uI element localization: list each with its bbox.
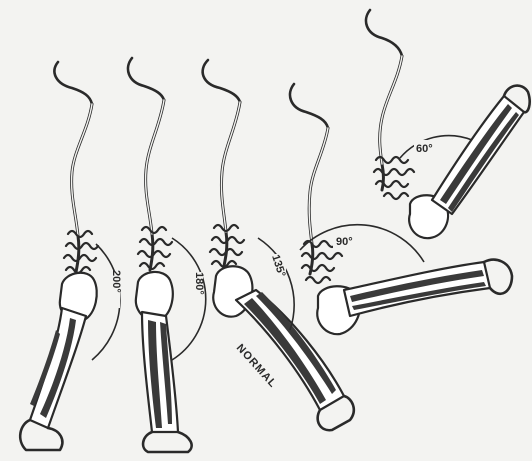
angle-label-90: 90°	[336, 236, 353, 248]
arm-60-biceps-wavy	[374, 157, 414, 199]
arm-180-degrees: 180°	[128, 58, 206, 452]
normal-label: NORMAL	[234, 342, 279, 390]
arm-200-forearm	[30, 308, 86, 428]
arm-90-humerus	[309, 128, 328, 274]
angle-label-180: 180°	[193, 272, 205, 295]
angle-label-60: 60°	[416, 143, 433, 155]
arm-180-hand	[143, 432, 192, 452]
arm-180-biceps-wavy	[138, 227, 172, 269]
arm-60-shoulder-outline	[366, 10, 402, 56]
arm-90-degrees: 90°	[290, 84, 512, 334]
arm-180-shoulder-outline	[128, 58, 164, 100]
arm-200-biceps-wavy	[64, 231, 98, 273]
arm-60-degrees: 60°	[366, 10, 530, 238]
arm-90-forearm	[344, 262, 490, 316]
angle-label-200: 200°	[110, 270, 122, 293]
arm-135-shoulder-outline	[203, 60, 240, 102]
arm-200-degrees: 200°	[20, 62, 122, 450]
arm-135-degrees: 135° NORMAL	[203, 60, 354, 430]
arm-90-shoulder-outline	[290, 84, 328, 128]
arm-200-shoulder-outline	[54, 62, 92, 104]
